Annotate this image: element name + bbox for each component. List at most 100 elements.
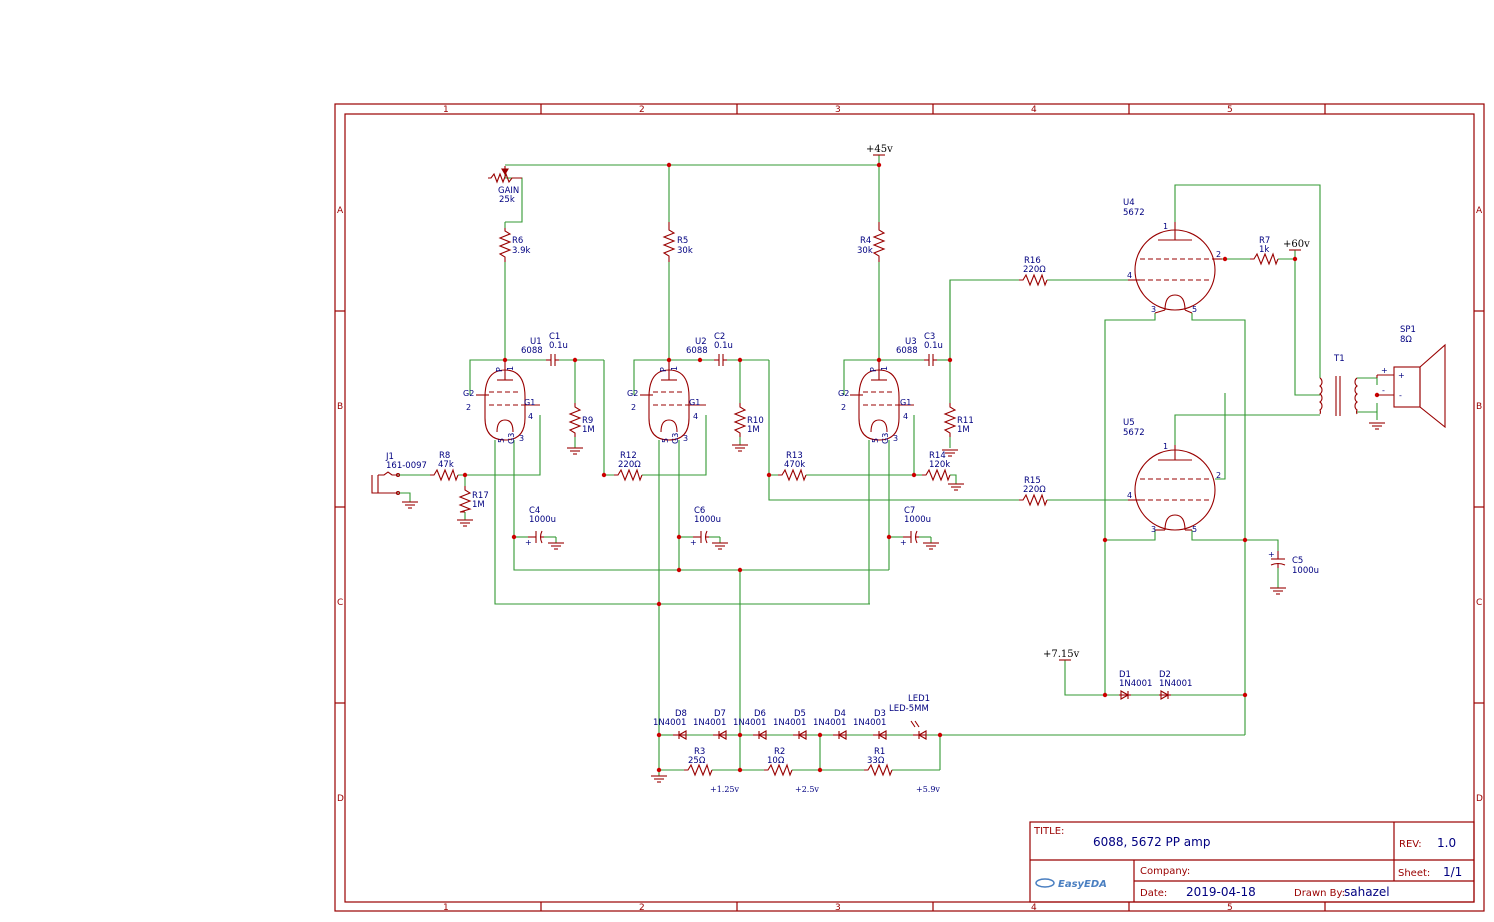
resistor-r14[interactable]: R14 120k (922, 451, 951, 482)
r13-ref: R13 (786, 451, 803, 461)
r15-value: 220Ω (1023, 485, 1046, 495)
d1-ref: D1 (1119, 670, 1131, 680)
d7-ref: D7 (714, 709, 726, 719)
r8-ref: R8 (439, 451, 450, 461)
r1-value: 33Ω (867, 756, 885, 766)
r14-value: 120k (929, 460, 950, 470)
capacitor-c5[interactable]: + C5 1000u (1268, 550, 1319, 576)
r9-value: 1M (582, 425, 595, 435)
led1-value: LED-5MM (889, 704, 929, 714)
capacitor-c2[interactable]: C2 0.1u (714, 332, 733, 366)
resistor-r13[interactable]: R13 470k (778, 451, 807, 482)
c4-plus: + (525, 538, 532, 547)
resistor-r5[interactable]: R5 30k (662, 222, 693, 262)
frame-row-label: C (337, 598, 343, 608)
resistor-r16[interactable]: R16 220Ω (1019, 256, 1048, 287)
rev-label: REV: (1399, 839, 1422, 850)
u1-pin-g1: G1 (524, 398, 535, 407)
u2-pin-3: 3 (683, 434, 688, 443)
resistor-r2[interactable]: R2 10Ω (764, 747, 793, 777)
frame-col-label: 5 (1227, 903, 1233, 913)
tube-u1[interactable]: G2 2 G1 4 3 P 1 5 G3 U1 6088 (463, 337, 543, 444)
resistor-r11[interactable]: R11 1M (943, 403, 974, 437)
resistor-r6[interactable]: R6 3.9k (498, 228, 531, 262)
sp1-term-plus: + (1398, 371, 1405, 380)
capacitor-c7[interactable]: + C7 1000u (900, 506, 931, 547)
u1-pin-1: 1 (506, 366, 515, 371)
diode-d1[interactable]: D1 1N4001 (1119, 670, 1152, 700)
d6-value: 1N4001 (733, 718, 766, 728)
speaker-sp1[interactable]: + - + - SP1 8Ω (1376, 325, 1446, 429)
c2-ref: C2 (714, 332, 725, 342)
u5-pin-3: 3 (1151, 525, 1156, 534)
drawn-label: Drawn By: (1294, 888, 1345, 899)
u5-ref: U5 (1123, 418, 1135, 428)
tube-u5[interactable]: 1 2 4 3 5 U5 5672 (1123, 418, 1221, 534)
resistor-r3[interactable]: R3 25Ω (684, 747, 713, 777)
d2-value: 1N4001 (1159, 679, 1192, 689)
transformer-t1[interactable]: T1 (1319, 354, 1358, 416)
diode-d2[interactable]: D2 1N4001 (1159, 670, 1192, 700)
r7-value: 1k (1259, 245, 1269, 255)
c5-plus: + (1268, 550, 1275, 559)
u2-pin-2: 2 (631, 403, 636, 412)
logo-text: EasyEDA (1058, 879, 1107, 890)
u2-pin-p: P (659, 367, 668, 372)
r6-value: 3.9k (512, 246, 531, 256)
u5-pin-5: 5 (1192, 525, 1197, 534)
u5-pin-1: 1 (1163, 442, 1168, 451)
resistor-r15[interactable]: R15 220Ω (1019, 476, 1048, 507)
resistor-r1[interactable]: R1 33Ω (864, 747, 893, 777)
frame-row-label: D (337, 794, 344, 804)
tube-u3[interactable]: G2 2 G1 4 3 P 1 5 G3 U3 6088 (838, 337, 918, 444)
net-715v: +7.15v (1043, 649, 1080, 660)
diode-d3[interactable]: D3 1N4001 (853, 709, 887, 740)
diode-d6[interactable]: D6 1N4001 (733, 709, 767, 740)
resistor-r9[interactable]: R9 1M (568, 403, 595, 437)
c7-plus: + (900, 538, 907, 547)
frame-col-label: 1 (443, 105, 449, 115)
d4-value: 1N4001 (813, 718, 846, 728)
u3-pin-1: 1 (880, 366, 889, 371)
frame-col-label: 2 (639, 105, 645, 115)
jack-j1[interactable]: J1 161-0097 (371, 452, 427, 496)
date-value: 2019-04-18 (1186, 885, 1256, 899)
capacitor-c1[interactable]: C1 0.1u (546, 332, 568, 366)
j1-value: 161-0097 (386, 461, 427, 471)
d3-ref: D3 (874, 709, 886, 719)
capacitor-c3[interactable]: C3 0.1u (924, 332, 943, 366)
resistor-r17[interactable]: R17 1M (458, 486, 489, 513)
frame-row-label: B (1476, 402, 1482, 412)
ground-symbols (402, 422, 1385, 783)
potentiometer-gain[interactable]: GAIN 25k (488, 166, 522, 205)
u1-pin-p: P (495, 367, 504, 372)
tube-u4[interactable]: 1 2 4 3 5 U4 5672 (1123, 198, 1222, 314)
led-led1[interactable]: LED1 LED-5MM (889, 694, 930, 740)
frame-col-label: 5 (1227, 105, 1233, 115)
c4-ref: C4 (529, 506, 540, 516)
u3-pin-5: 5 (871, 438, 880, 443)
resistor-r7[interactable]: R7 1k (1250, 236, 1279, 266)
u2-value: 6088 (686, 346, 708, 356)
t1-ref: T1 (1333, 354, 1345, 364)
capacitor-c4[interactable]: + C4 1000u (525, 506, 556, 547)
diode-d5[interactable]: D5 1N4001 (773, 709, 807, 740)
resistor-r10[interactable]: R10 1M (733, 403, 764, 437)
net-labels: +45v +60v +7.15v +1.25v +2.5v +5.9v (710, 144, 1310, 794)
diode-d8[interactable]: D8 1N4001 (653, 709, 687, 740)
diode-d4[interactable]: D4 1N4001 (813, 709, 847, 740)
tube-u2[interactable]: G2 2 G1 4 3 P 1 5 G3 U2 6088 (627, 337, 708, 444)
junctions (462, 162, 1380, 773)
frame-col-label: 4 (1031, 903, 1037, 913)
resistor-r8[interactable]: R8 47k (430, 451, 459, 482)
resistor-r4[interactable]: R4 30k (857, 222, 886, 262)
u1-pin-g3: G3 (507, 433, 516, 444)
u4-pin-1: 1 (1163, 222, 1168, 231)
d8-value: 1N4001 (653, 718, 686, 728)
u3-pin-2: 2 (841, 403, 846, 412)
diode-d7[interactable]: D7 1N4001 (693, 709, 727, 740)
resistor-r12[interactable]: R12 220Ω (614, 451, 643, 482)
capacitor-c6[interactable]: + C6 1000u (690, 506, 721, 547)
u3-pin-3: 3 (893, 434, 898, 443)
